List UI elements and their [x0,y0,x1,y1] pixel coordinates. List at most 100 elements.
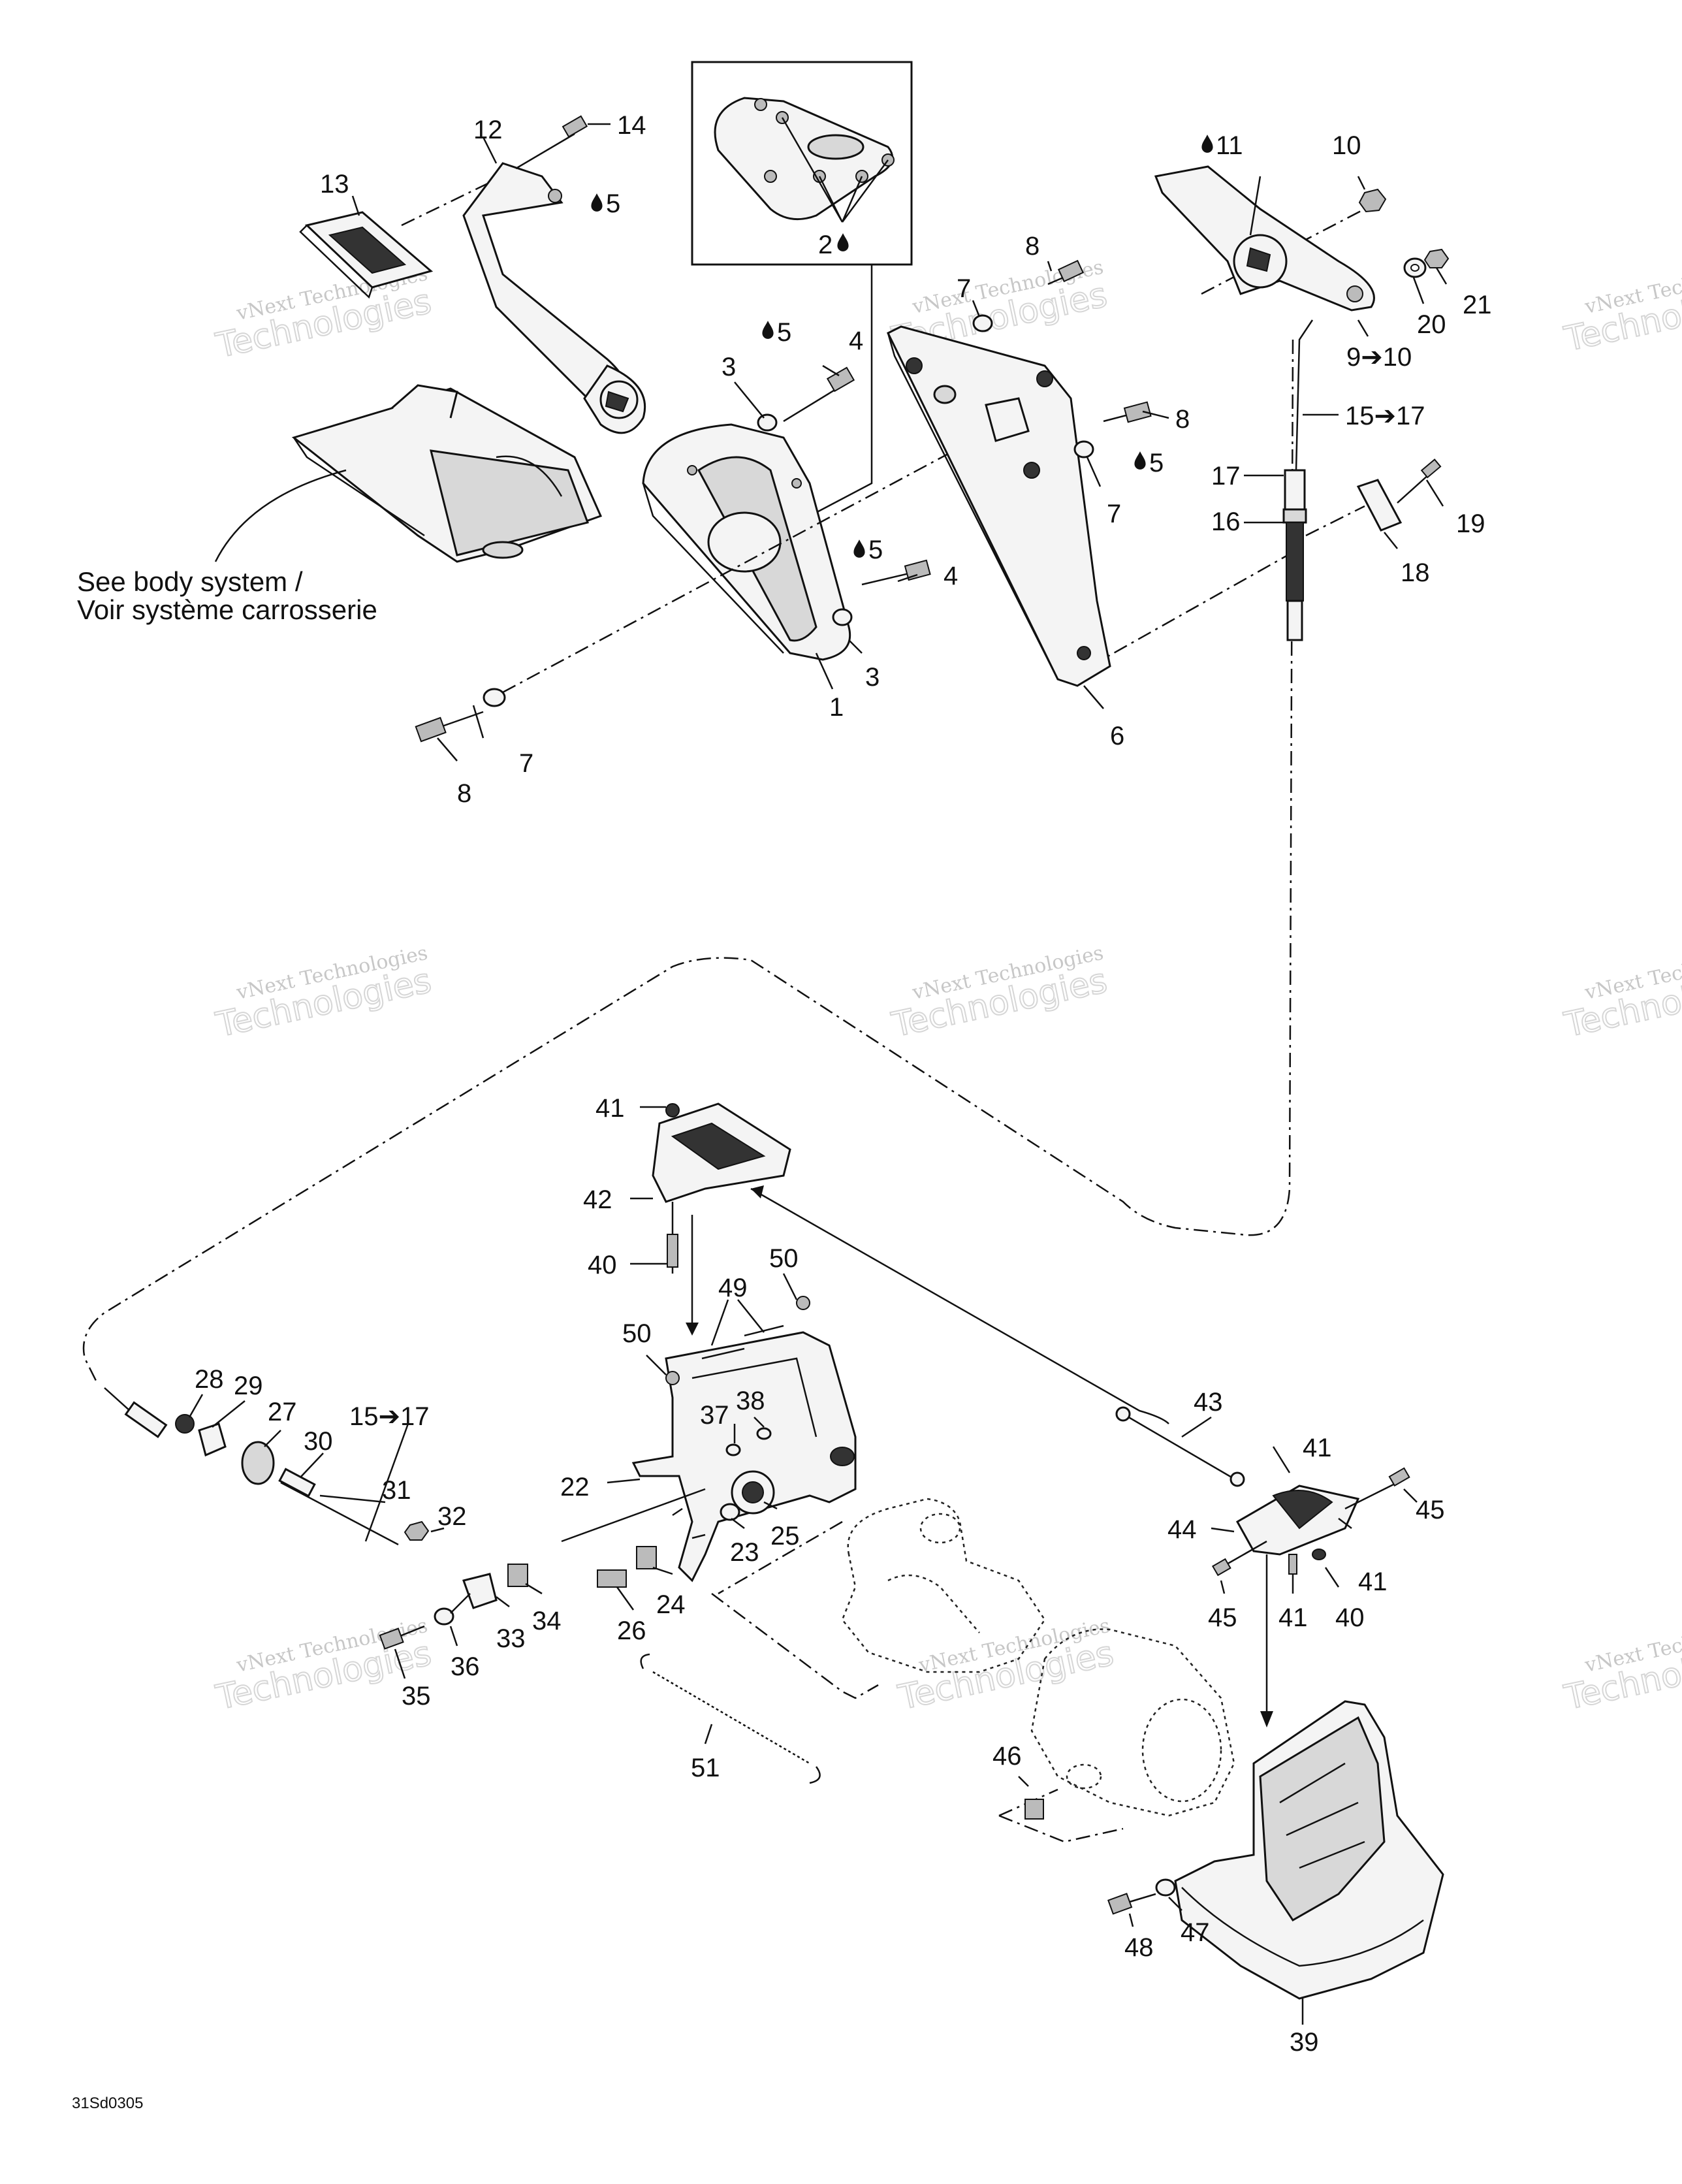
callout-28: 28 [195,1365,224,1394]
cable-upper [1282,319,1314,641]
arrow-head-22 [686,1323,699,1336]
part-22-bracket [631,1331,857,1582]
note-line-2: Voir système carrosserie [77,594,377,625]
part-51-spring [640,1653,821,1784]
callout-39: 39 [1290,2028,1319,2057]
callout-40: 40 [588,1251,617,1279]
callout-5-group-c: 5 [591,189,620,218]
nozzle-dotted [1030,1628,1235,1817]
parts-46-47-48 [1024,1799,1176,1915]
callout-5: 5 [777,318,791,347]
axis-line-1 [502,443,967,694]
part-42-bracket [652,1102,791,1274]
callout-43: 43 [1194,1388,1223,1417]
part-1-housing [642,423,851,661]
parts-23-25 [720,1427,775,1521]
callout-4: 4 [849,327,863,355]
callout-3: 3 [722,353,736,381]
callout-38: 38 [736,1387,765,1415]
callout-16: 16 [1211,507,1241,536]
leader-13-12 [401,172,510,227]
cable-left-end [104,1387,399,1546]
callout-17: 17 [1211,462,1241,490]
drop-icon [591,193,603,212]
part-39-reverse-gate [1174,1700,1444,2025]
cable-route-line [82,339,1294,1385]
callout-36: 36 [451,1652,480,1681]
callout-5-group-b: 5 [853,536,883,564]
callout-5d: 5 [1149,449,1164,477]
callout-5-group-a: 5 [762,318,791,347]
parts-20-21 [1403,248,1450,278]
callout-41: 41 [595,1094,625,1123]
callout-3b: 3 [865,663,880,692]
callout-4b: 4 [944,562,958,590]
callout-44: 44 [1167,1515,1197,1544]
callout-49: 49 [718,1274,748,1302]
axis-line-18 [1305,505,1365,537]
callout-2: 2 [818,231,833,259]
drop-icon [1134,451,1146,470]
part-13-pad [299,211,434,299]
note-leader [214,469,347,562]
callout-7: 7 [957,274,971,303]
axis-line-2 [1090,547,1300,667]
callout-24: 24 [656,1590,686,1619]
callout-40b: 40 [1335,1603,1365,1632]
upper-hardware [415,259,1152,743]
callout-45: 45 [1416,1496,1445,1524]
callout-7b: 7 [1107,500,1121,528]
callout-1: 1 [829,693,844,722]
callout-33: 33 [496,1624,526,1653]
callout-50: 50 [769,1244,799,1273]
callout-11-group: 11 [1201,131,1243,160]
bracket-line-2 [718,1520,843,1595]
inset-box [691,61,913,517]
callout-22: 22 [560,1473,590,1502]
part-43-rod [1115,1406,1245,1487]
callout-9-10: 9➔10 [1346,343,1412,372]
callout-7c: 7 [519,749,533,778]
callout-2-group: 2 [818,231,849,259]
part-10-nut [1358,188,1387,213]
bracket-line-1 [711,1593,879,1699]
callout-15-17b: 15➔17 [349,1402,430,1431]
bracket-line-46 [998,1788,1124,1843]
callout-32: 32 [437,1502,467,1531]
pump-housing-dotted [841,1498,1046,1673]
parts-32-33-34 [404,1520,528,1609]
callout-45b: 45 [1208,1603,1237,1632]
callout-8: 8 [1025,232,1039,261]
callout-50b: 50 [622,1319,652,1348]
callout-10: 10 [1332,131,1361,160]
part-14-screw [515,115,588,170]
callout-8c: 8 [457,779,471,808]
callout-34: 34 [532,1607,562,1635]
arrow-head-42 [751,1185,764,1198]
callout-8b: 8 [1175,405,1190,434]
callout-5b: 5 [868,536,883,564]
callout-labels: 1 2 3 3 4 4 5 5 5 5 6 7 7 7 8 8 8 10 11 … [195,111,1492,2057]
callout-30: 30 [304,1427,333,1456]
parts-24-26 [561,1488,706,1588]
callout-47: 47 [1181,1918,1210,1947]
parts-49-50-pins [665,1296,810,1385]
callout-23: 23 [730,1538,759,1567]
part-12-lever [462,162,646,434]
callout-31: 31 [382,1476,411,1505]
callout-leaders [188,123,1448,1927]
body-panel [291,384,603,563]
callout-42: 42 [583,1185,612,1214]
part-18-plate [1356,458,1442,532]
callout-15-17: 15➔17 [1345,402,1425,430]
callout-11: 11 [1216,131,1243,160]
callout-48: 48 [1124,1933,1154,1962]
callout-14: 14 [617,111,646,140]
diagram-code: 31Sd0305 [72,2095,143,2112]
callout-21: 21 [1463,291,1492,319]
callout-46: 46 [992,1742,1022,1771]
part-11-pivot-lever [1154,165,1375,312]
part-44-actuator [1211,1467,1410,1577]
callout-41b: 41 [1303,1434,1332,1462]
